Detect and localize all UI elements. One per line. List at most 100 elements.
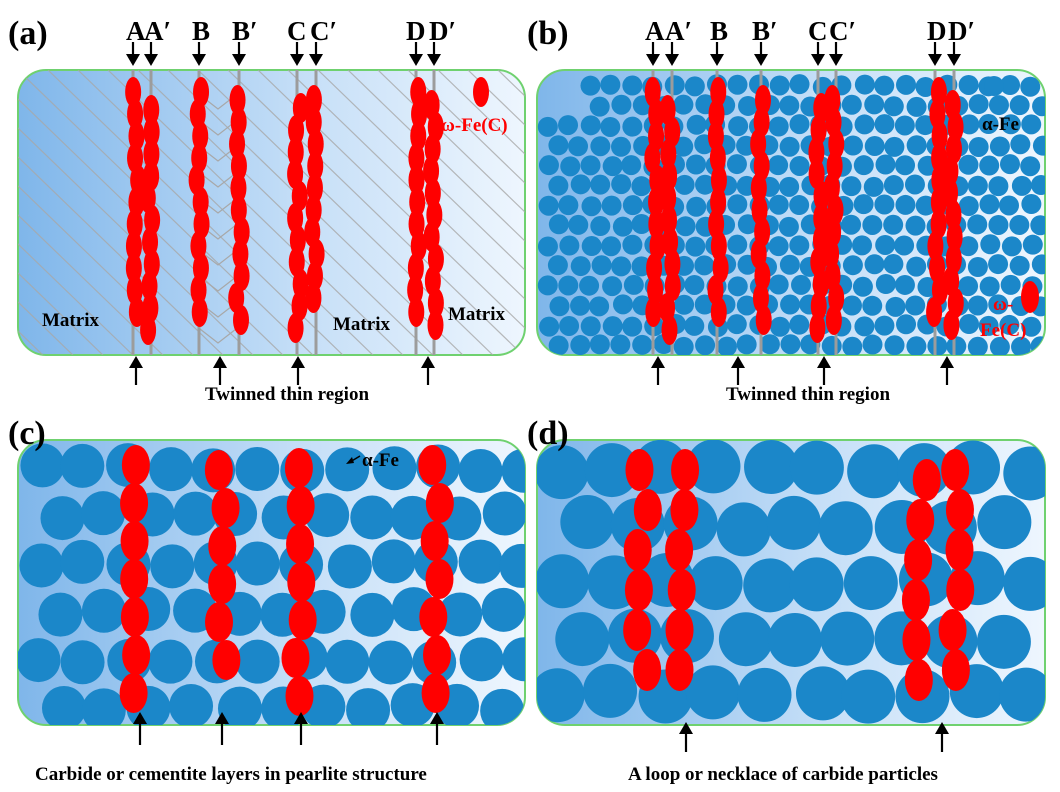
arrow-down-head [754, 54, 768, 66]
twin-line [317, 70, 525, 355]
alpha-fe-circle [999, 667, 1045, 722]
alpha-fe-circle [875, 274, 896, 295]
alpha-fe-circle [915, 195, 936, 216]
carbide-particle [126, 209, 143, 239]
carbide-particle [307, 129, 324, 159]
alpha-fe-circle [905, 295, 926, 316]
alpha-fe-circle [568, 136, 589, 157]
carbide-particle [427, 288, 444, 318]
carbide-necklace-particle [623, 609, 652, 651]
alpha-fe-circle [539, 316, 560, 337]
alpha-fe-circle [791, 274, 812, 295]
column-label-b-B-prime: B′ [752, 16, 778, 46]
carbide-particle [288, 115, 305, 145]
alpha-fe-circle [350, 495, 395, 540]
alpha-fe-circle [842, 135, 863, 156]
alpha-fe-circle [548, 214, 569, 235]
arrow-up-head [679, 722, 693, 734]
alpha-fe-circle [841, 669, 896, 724]
column-label-b-A-prime: A′ [665, 16, 692, 46]
alpha-fe-circle [325, 639, 370, 684]
alpha-fe-circle [716, 336, 737, 355]
alpha-fe-circle [695, 174, 716, 195]
panel-label-c: (c) [8, 415, 46, 452]
alpha-fe-circle [743, 558, 798, 613]
carbide-particle [128, 297, 145, 327]
carbide-particle [408, 165, 425, 195]
arrow-up-head [421, 356, 435, 368]
alpha-fe-circle [874, 194, 895, 215]
alpha-fe-circle [874, 75, 895, 96]
alpha-fe-circle [217, 686, 262, 725]
alpha-fe-circle [612, 216, 633, 237]
alpha-fe-circle [600, 116, 621, 137]
carbide-necklace-particle [633, 489, 662, 531]
alpha-fe-circle [548, 175, 569, 196]
alpha-fe-circle [789, 235, 810, 256]
alpha-fe-circle [590, 136, 611, 157]
carbide-particle [287, 313, 304, 343]
carbide-layer-particle [120, 597, 149, 637]
alpha-fe-circle [988, 254, 1009, 275]
carbide-particle [648, 209, 665, 239]
alpha-fe-circle [895, 194, 916, 215]
alpha-fe-circle [631, 214, 652, 235]
carbide-layer-particle [421, 673, 450, 713]
alpha-fe-circle [686, 196, 707, 217]
twin-line [107, 70, 409, 355]
carbide-necklace-particle [623, 529, 652, 571]
alpha-fe-circle [591, 255, 612, 276]
alpha-fe-circle [18, 638, 61, 683]
panel-a-content [18, 70, 525, 355]
carbide-particle [232, 305, 249, 335]
alpha-fe-circle [600, 74, 621, 95]
alpha-fe-circle [1020, 156, 1041, 177]
carbide-particle [942, 156, 959, 186]
arrow-down-head [144, 54, 158, 66]
carbide-particle [660, 139, 677, 169]
carbide-particle [808, 137, 825, 167]
carbide-layer-particle [287, 562, 316, 602]
carbide-particle [410, 77, 427, 107]
arrow-down-head [710, 54, 724, 66]
alpha-fe-circle [875, 234, 896, 255]
twin-line [437, 70, 525, 355]
alpha-fe-circle [906, 336, 927, 355]
caption-a: Twinned thin region [205, 384, 369, 405]
alpha-fe-circle [874, 315, 895, 336]
arrow-up-head [817, 356, 831, 368]
carbide-particle [192, 121, 209, 151]
carbide-particle [755, 305, 772, 335]
arrow-up-head [940, 356, 954, 368]
arrow-up-head [294, 712, 308, 724]
alpha-fe-circle [589, 334, 610, 355]
carbide-particle [407, 275, 424, 305]
alpha-fe-circle [727, 74, 748, 95]
alpha-fe-circle [718, 612, 773, 667]
alpha-fe-circle [611, 94, 632, 115]
column-label-a-B-prime: B′ [232, 16, 258, 46]
carbide-particle [143, 95, 160, 125]
alpha-fe-circle [685, 665, 740, 720]
arrows [126, 42, 961, 752]
carbide-particle [232, 239, 249, 269]
alpha-fe-circle [686, 440, 741, 494]
alpha-fe-circle [853, 194, 874, 215]
alpha-fe-circle [695, 335, 716, 355]
alpha-fe-circle [558, 195, 579, 216]
alpha-fe-circle [372, 446, 417, 491]
carbide-particle [408, 143, 425, 173]
arrow-down-head [232, 54, 246, 66]
alpha-fe-circle [305, 493, 350, 538]
alpha-fe-circle [538, 195, 559, 216]
alpha-fe-circle [727, 194, 748, 215]
carbide-layer-particle [419, 597, 448, 637]
carbide-particle [661, 315, 678, 345]
alpha-fe-circle [559, 315, 580, 336]
alpha-fe-circle [843, 556, 898, 611]
carbide-layer-particle [418, 445, 447, 485]
alpha-fe-circle [979, 276, 1000, 297]
column-label-b-A: A [645, 16, 665, 46]
alpha-fe-circle [560, 495, 615, 550]
